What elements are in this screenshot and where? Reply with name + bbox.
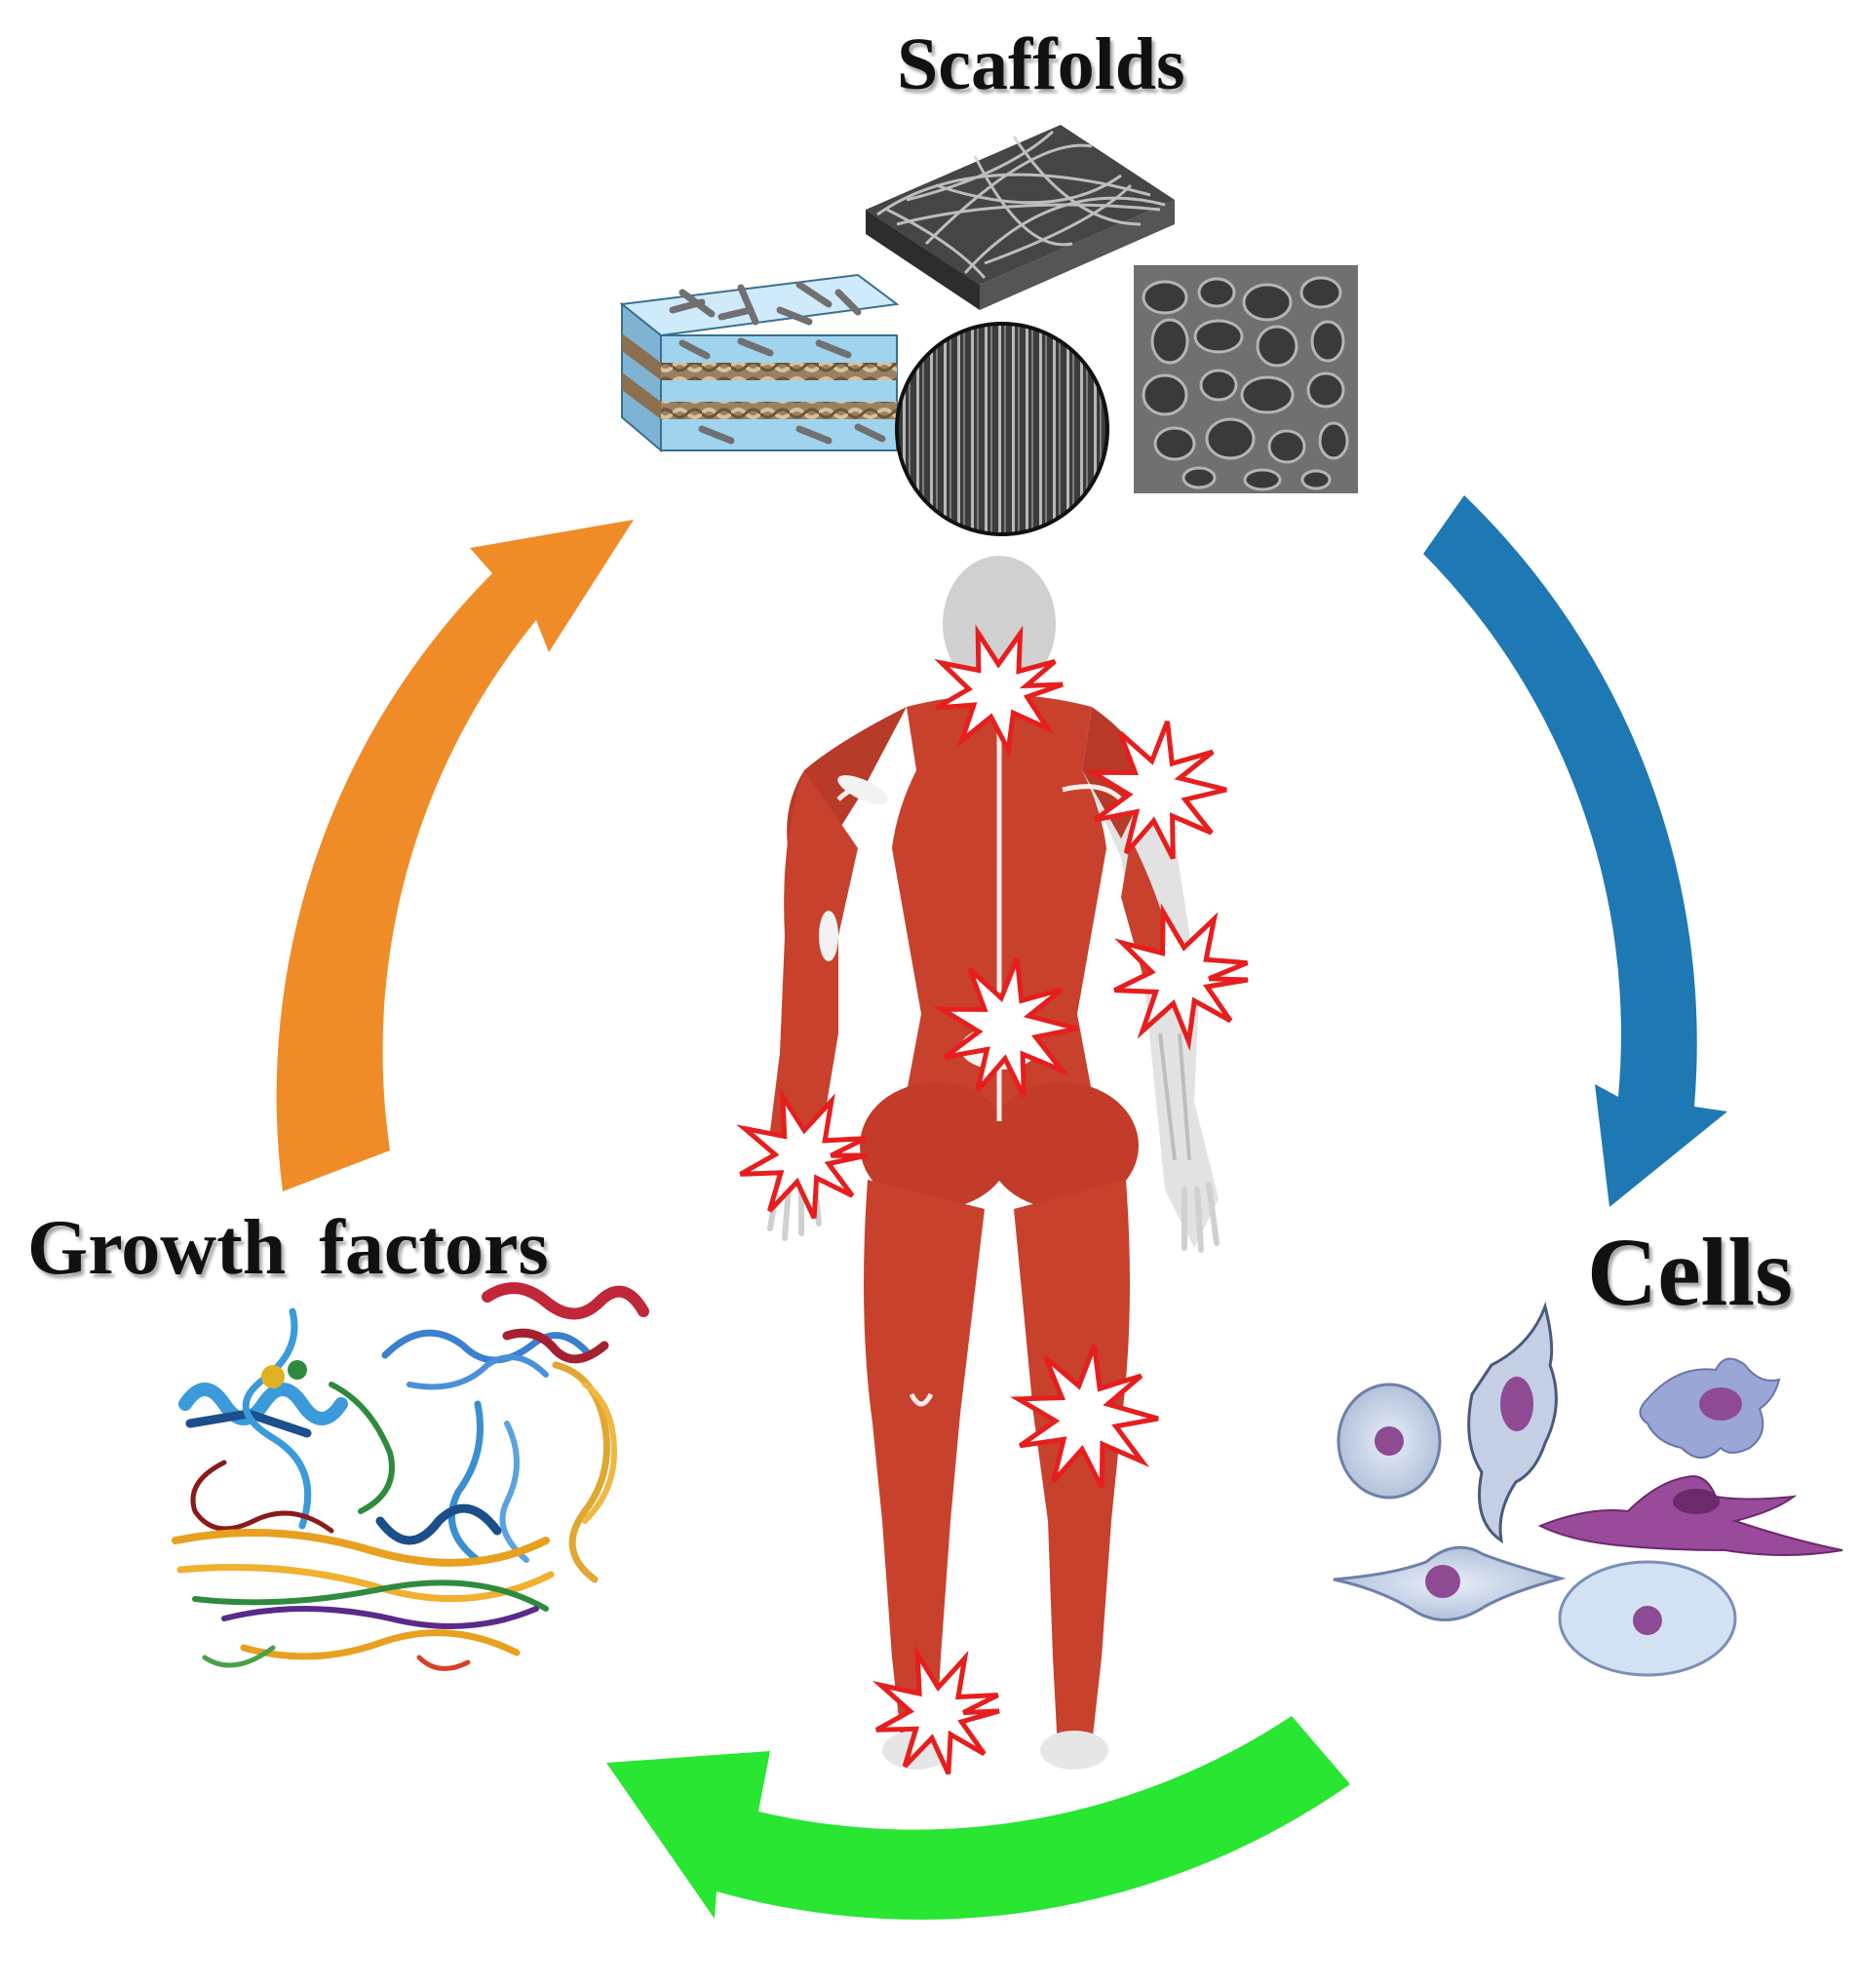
growth-factors-label: Growth factors [27,1205,549,1291]
cell-icon [1558,1560,1737,1677]
porous-foam-scaffold-icon [1134,265,1358,493]
cell-icon [1337,1383,1442,1500]
injury-burst-icon [1084,721,1227,860]
injury-burst-icon [1113,903,1249,1052]
injury-burst-icon [933,957,1078,1098]
cell-icon [1537,1475,1843,1556]
injury-burst-icon [1009,1345,1159,1489]
cell-icon [1333,1545,1567,1621]
injury-burst-icon [736,1087,869,1220]
scaffolds-label: Scaffolds [897,23,1185,105]
orange-cycle-arrow [276,520,634,1191]
nanofiber-mat-scaffold-icon [866,125,1175,310]
cell-icon [1467,1301,1558,1544]
cells-label: Cells [1587,1218,1794,1326]
layered-hydrogel-scaffold-icon [619,273,900,453]
blue-cycle-arrow [1423,495,1727,1207]
aligned-fiber-disc-scaffold-icon [895,322,1109,536]
cell-icon [1639,1357,1781,1459]
protein-structure-icon [172,1282,649,1671]
injury-burst-icon [934,624,1064,759]
injury-burst-icon [872,1645,1000,1775]
green-cycle-arrow [606,1716,1350,1920]
